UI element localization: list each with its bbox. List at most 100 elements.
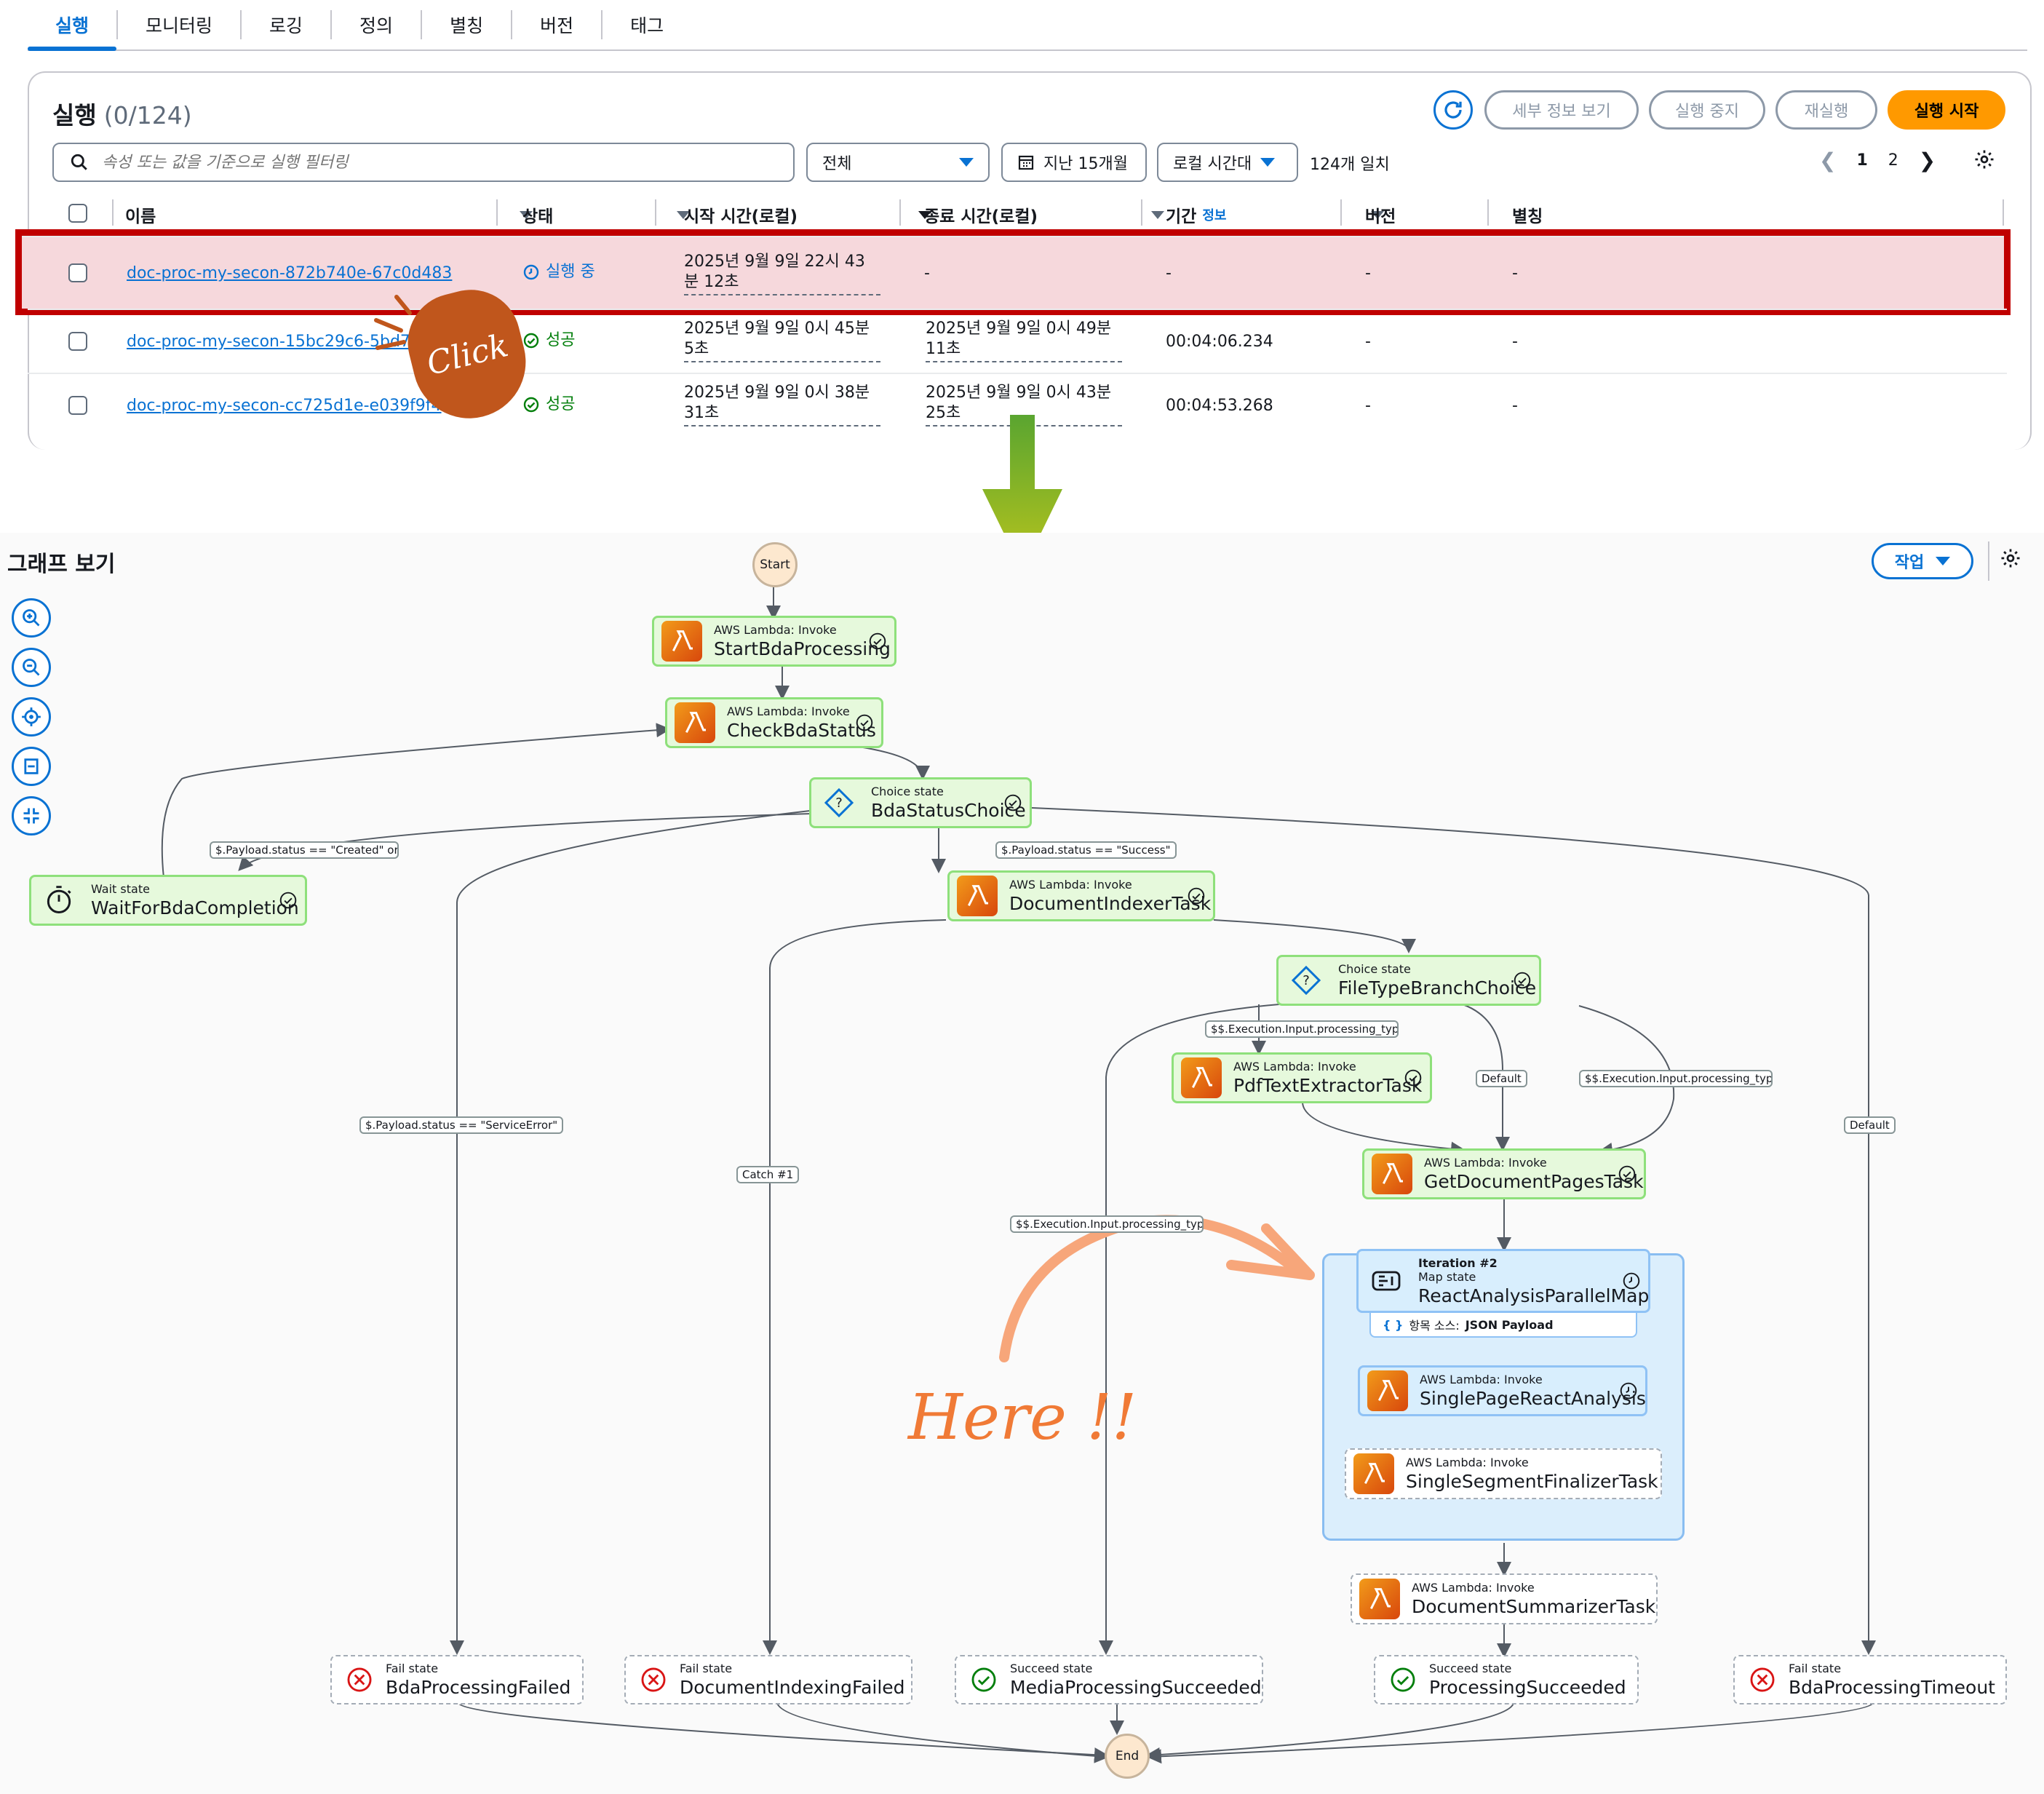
select-all-checkbox[interactable] [68, 204, 87, 223]
start-time-line2: 분 12초 [684, 273, 739, 291]
zoom-out-button[interactable] [12, 648, 51, 687]
lambda-icon [1359, 1579, 1400, 1619]
prev-page-icon[interactable]: ❮ [1819, 148, 1837, 172]
tab-bar: 실행 모니터링 로깅 정의 별칭 버전 태그 [28, 0, 2027, 51]
zoom-in-button[interactable] [12, 598, 51, 638]
status-filter-value: 전체 [822, 155, 852, 173]
timezone-select[interactable]: 로컬 시간대 [1157, 143, 1298, 182]
end-node[interactable]: End [1105, 1734, 1150, 1779]
actions-dropdown[interactable]: 작업 [1872, 543, 1973, 579]
sort-icon[interactable] [1371, 210, 1384, 219]
fit-button[interactable] [12, 747, 51, 786]
check-circle-icon [1618, 1165, 1636, 1183]
next-page-icon[interactable]: ❯ [1918, 148, 1936, 172]
target-icon [22, 707, 41, 726]
state-name: GetDocumentPagesTask [1424, 1171, 1644, 1192]
execution-count: (0/124) [103, 101, 192, 130]
status-text: 성공 [546, 395, 576, 413]
table-settings-button[interactable] [1973, 148, 1995, 173]
date-range-button[interactable]: 지난 15개월 [1001, 143, 1147, 182]
table-row[interactable]: doc-proc-my-secon-cc725d1e-e039f9f4 성공 2… [28, 373, 2007, 438]
version: - [1365, 264, 1371, 282]
column-start-time[interactable]: 시작 시간(로컬) [684, 202, 931, 227]
stop-execution-button[interactable]: 실행 중지 [1649, 90, 1765, 130]
tab-tags[interactable]: 태그 [630, 15, 664, 36]
lambda-icon [1372, 1154, 1412, 1194]
column-divider [1487, 199, 1489, 226]
column-divider [496, 199, 498, 226]
column-version: 버전 [1365, 202, 1396, 227]
sort-icon[interactable] [1151, 210, 1164, 219]
iteration-label: Iteration #2 [1418, 1255, 1498, 1270]
execution-name-link[interactable]: doc-proc-my-secon-15bc29c6-5bd7 [127, 333, 410, 351]
tab-definition[interactable]: 정의 [359, 15, 394, 36]
success-icon [963, 1659, 1004, 1700]
state-name: SingleSegmentFinalizerTask [1406, 1471, 1658, 1492]
edge-label: $.Payload.status == "ServiceError" [359, 1116, 564, 1134]
graph-title: 그래프 보기 [7, 552, 116, 577]
column-end-time[interactable]: 종료 시간(로컬) [924, 202, 1164, 227]
clock-icon [523, 264, 539, 280]
refresh-icon [1444, 101, 1462, 119]
checkbox[interactable] [68, 204, 87, 223]
column-divider [2003, 199, 2004, 226]
page-1[interactable]: 1 [1856, 151, 1868, 170]
center-button[interactable] [12, 697, 51, 737]
tab-executions[interactable]: 실행 [28, 0, 117, 51]
here-annotation: Here !! [908, 1381, 1137, 1454]
start-node[interactable]: Start [752, 542, 798, 587]
column-name[interactable]: 이름 [125, 202, 533, 227]
sort-icon[interactable] [677, 210, 690, 219]
execution-name-link[interactable]: doc-proc-my-secon-872b740e-67c0d483 [127, 264, 453, 282]
tab-monitoring[interactable]: 모니터링 [146, 15, 213, 36]
info-link[interactable]: 정보 [1202, 208, 1227, 223]
search-input[interactable] [102, 153, 757, 172]
start-time-line2: 5초 [684, 340, 709, 358]
tab-logging[interactable]: 로깅 [269, 15, 303, 36]
search-box[interactable] [52, 143, 795, 182]
page-2[interactable]: 2 [1888, 151, 1898, 170]
graph-settings-button[interactable] [2000, 547, 2021, 572]
tab-versions[interactable]: 버전 [540, 15, 574, 36]
start-time-line1: 2025년 9월 9일 22시 43 [684, 253, 865, 271]
redrive-button[interactable]: 재실행 [1775, 90, 1877, 130]
execution-name-link[interactable]: doc-proc-my-secon-cc725d1e-e039f9f4 [127, 397, 442, 415]
collapse-button[interactable] [12, 796, 51, 836]
edge-label: Default [1476, 1070, 1527, 1087]
table-row[interactable]: doc-proc-my-secon-872b740e-67c0d483 실행 중… [15, 229, 2011, 315]
row-checkbox[interactable] [68, 396, 87, 415]
table-row[interactable]: doc-proc-my-secon-15bc29c6-5bd7 성공 2025년… [28, 309, 2007, 374]
chevron-down-icon [959, 158, 974, 167]
tab-aliases[interactable]: 별칭 [450, 15, 484, 36]
start-execution-button[interactable]: 실행 시작 [1888, 90, 2005, 130]
state-type: Choice state [871, 785, 944, 798]
refresh-button[interactable] [1433, 90, 1473, 130]
sort-icon[interactable] [520, 210, 533, 219]
sort-icon[interactable] [918, 210, 931, 219]
view-details-button[interactable]: 세부 정보 보기 [1484, 90, 1639, 130]
row-checkbox[interactable] [68, 263, 87, 282]
status-filter-select[interactable]: 전체 [806, 143, 990, 182]
row-checkbox[interactable] [68, 332, 87, 351]
column-status[interactable]: 상태 [522, 202, 690, 227]
match-count: 124개 일치 [1310, 156, 1390, 174]
